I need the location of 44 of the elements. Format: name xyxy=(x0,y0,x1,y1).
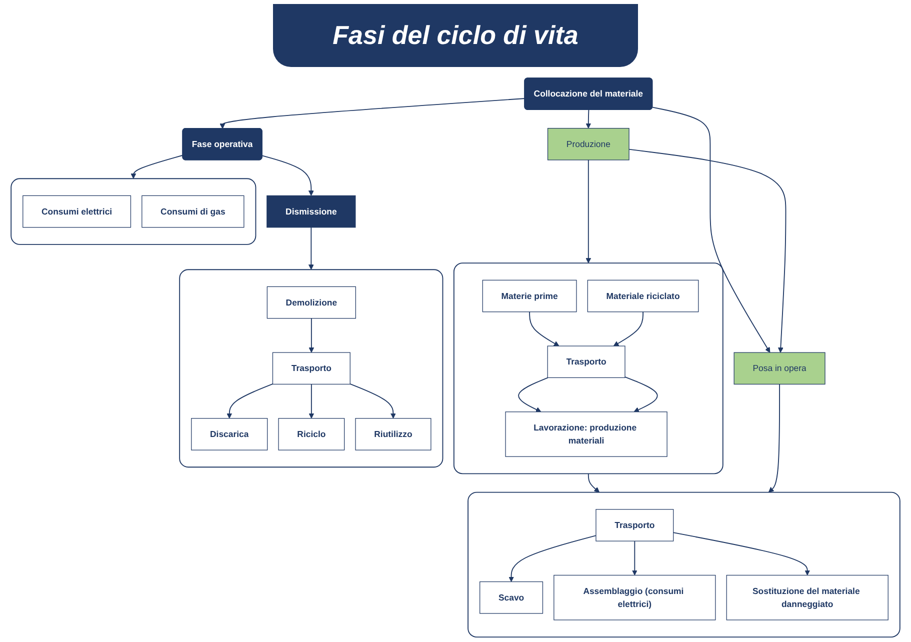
cluster xyxy=(10,178,256,245)
arrow xyxy=(308,318,314,353)
arrow xyxy=(308,226,314,270)
arrow xyxy=(518,377,548,412)
node-box: Dismissione xyxy=(266,195,356,228)
node-box: Produzione xyxy=(547,128,630,160)
node-box: Materiale riciclato xyxy=(587,280,699,312)
node-box: Assemblaggio (consumi elettrici) xyxy=(554,574,716,620)
arrow xyxy=(529,311,560,346)
arrow xyxy=(350,383,396,419)
node-box: Lavorazione: produzione materiali xyxy=(505,412,668,457)
arrow xyxy=(624,376,658,412)
node-box: Consumi di gas xyxy=(142,195,244,228)
node-box: Posa in opera xyxy=(734,352,826,385)
node-box: Demolizione xyxy=(266,286,356,319)
node-box: Discarica xyxy=(191,418,268,450)
cluster xyxy=(179,269,444,468)
arrow xyxy=(262,155,314,196)
node-box: Riutilizzo xyxy=(355,418,432,450)
node-box: Trasporto xyxy=(272,352,350,385)
node-box: Trasporto xyxy=(596,509,674,542)
arrow xyxy=(308,384,314,419)
arrow xyxy=(768,384,780,493)
arrow xyxy=(672,532,810,576)
title-banner: Fasi del ciclo di vita xyxy=(272,4,638,67)
node-box: Materie prime xyxy=(482,280,577,312)
arrow xyxy=(628,148,786,353)
node-box: Riciclo xyxy=(278,418,345,450)
cluster xyxy=(468,492,900,638)
arrow xyxy=(226,383,274,419)
arrow xyxy=(130,154,183,179)
node-box: Sostituzione del materiale danneggiato xyxy=(726,574,888,620)
node-box: Scavo xyxy=(480,581,544,614)
node-box: Trasporto xyxy=(547,346,626,378)
arrow xyxy=(652,106,770,353)
node-box: Consumi elettrici xyxy=(22,195,132,228)
arrow xyxy=(632,540,638,576)
arrow xyxy=(613,311,644,346)
arrow xyxy=(586,110,592,129)
arrow xyxy=(220,98,526,129)
arrow xyxy=(588,473,600,493)
arrow xyxy=(508,535,596,582)
cluster xyxy=(453,262,724,474)
arrow xyxy=(586,160,592,264)
